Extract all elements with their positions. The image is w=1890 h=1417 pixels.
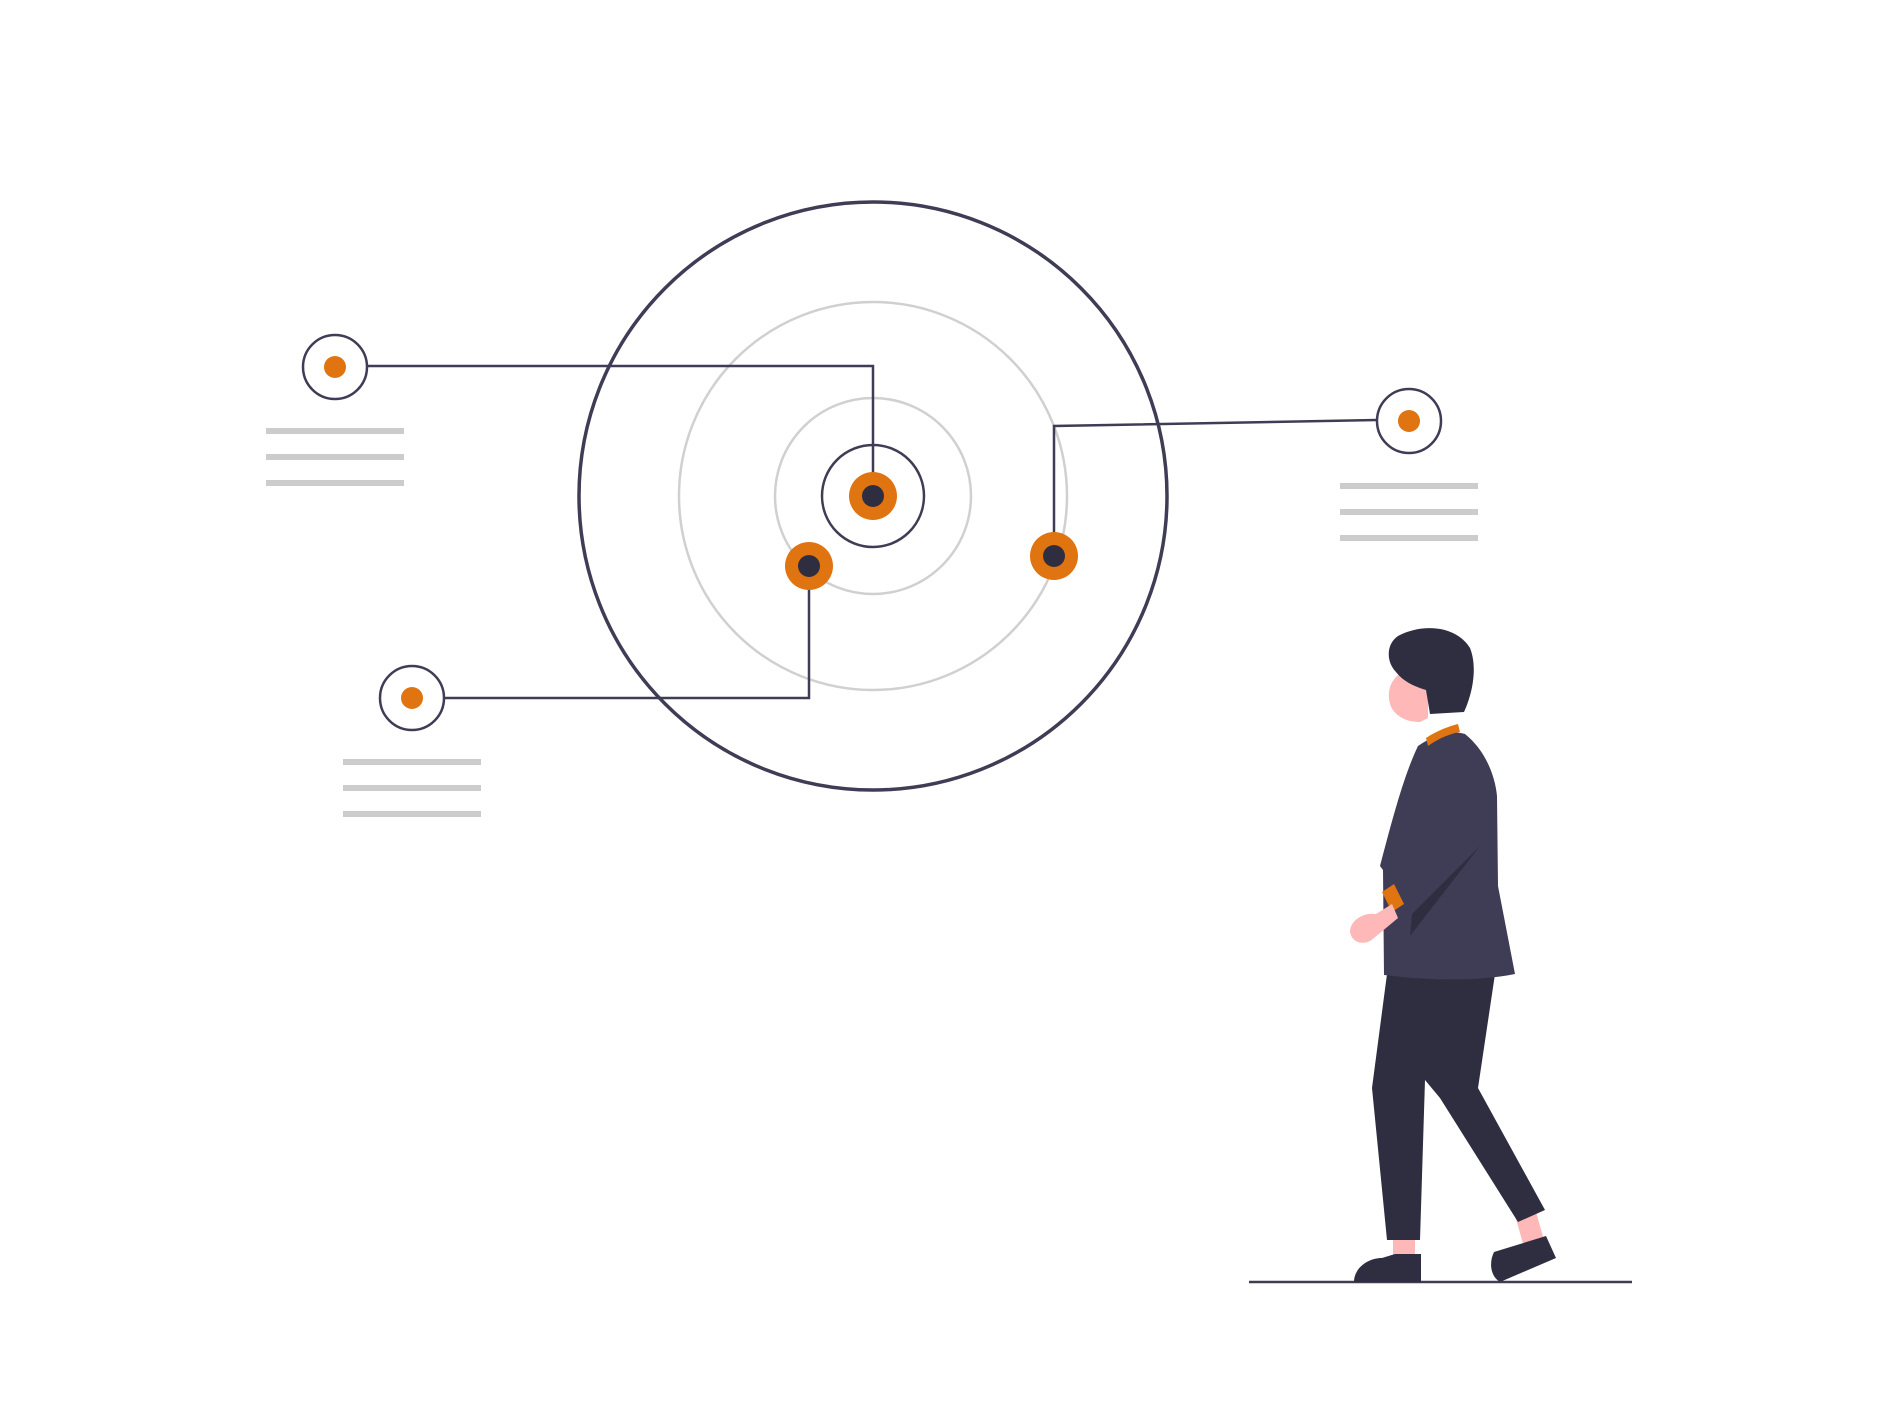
callout-dot xyxy=(1398,410,1420,432)
connector-bottom-left xyxy=(445,566,811,700)
target-icon xyxy=(577,200,1169,792)
jacket-fold xyxy=(1410,846,1480,936)
callout-dot xyxy=(401,687,423,709)
marker-dot xyxy=(1043,545,1065,567)
connector-lines xyxy=(366,364,1378,700)
marker-right xyxy=(1030,532,1078,580)
callout-dot xyxy=(324,356,346,378)
marker-center xyxy=(849,472,897,520)
connector-right xyxy=(1052,418,1378,556)
placeholder-text-lines xyxy=(266,428,404,486)
connector-top-left xyxy=(366,364,875,496)
pants xyxy=(1372,974,1545,1240)
placeholder-text-lines xyxy=(343,759,481,817)
middle-ring xyxy=(677,300,1069,692)
cuff xyxy=(1382,884,1404,912)
marker-dot xyxy=(798,555,820,577)
collar xyxy=(1426,724,1460,746)
jacket xyxy=(1379,732,1515,980)
callout-top-left xyxy=(266,333,404,486)
marker-lower-left xyxy=(785,542,833,590)
placeholder-text-lines xyxy=(1340,483,1478,541)
shoe-left xyxy=(1354,1254,1421,1282)
hair xyxy=(1388,628,1474,714)
hand xyxy=(1350,904,1398,943)
outer-ring xyxy=(577,200,1169,792)
marker-dot xyxy=(862,485,884,507)
callout-bottom-left xyxy=(343,664,481,817)
callout-right xyxy=(1340,387,1478,541)
shoe-right xyxy=(1491,1236,1556,1282)
person-figure xyxy=(1350,628,1556,1282)
